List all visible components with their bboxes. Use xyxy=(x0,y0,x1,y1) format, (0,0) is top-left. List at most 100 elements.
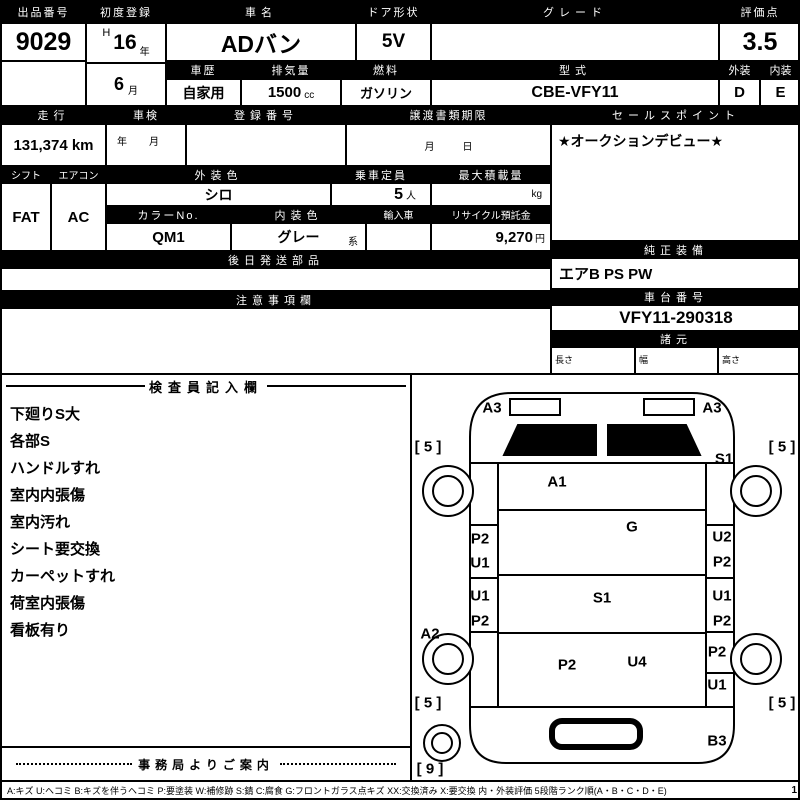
inspection-year-placeholder: 年 xyxy=(117,137,127,148)
color-no-header: カラーNo. xyxy=(107,207,232,224)
mileage-value: 131,374 km xyxy=(2,125,107,167)
first-reg-month-cell: 6 月 xyxy=(87,64,167,107)
model-value: CBE-VFY11 xyxy=(432,80,720,107)
office-info-title: 事務局よりご案内 xyxy=(138,757,274,772)
max-load-header: 最大積載量 xyxy=(432,167,552,184)
door-header: ドア形状 xyxy=(357,2,432,24)
diagram-damage-label: U1 xyxy=(470,555,489,572)
max-load-cell: kg xyxy=(432,184,552,207)
fuel-header: 燃料 xyxy=(342,62,432,80)
chassis-no-header: 車台番号 xyxy=(552,290,798,306)
spec-height-cell: 高さ xyxy=(719,348,798,375)
spec-width-cell: 幅 xyxy=(636,348,719,375)
diagram-damage-label: P2 xyxy=(471,531,489,548)
transfer-deadline-header: 譲渡書類期限 xyxy=(347,107,552,125)
ext-color-value: シロ xyxy=(107,184,332,207)
office-info-rule-right xyxy=(279,763,397,765)
first-reg-month: 6 xyxy=(113,74,124,94)
capacity-cell: 5 人 xyxy=(332,184,432,207)
grade-value xyxy=(432,24,720,62)
import-value xyxy=(367,224,432,252)
aircon-value: AC xyxy=(52,184,107,252)
legend-page-number: 1 xyxy=(791,784,797,796)
spec-height-label: 高さ xyxy=(722,355,741,365)
mileage-header: 走行 xyxy=(2,107,107,125)
office-info-rule-left xyxy=(16,763,133,765)
inspector-note: 荷室内張傷 xyxy=(10,595,86,612)
capacity-value: 5 xyxy=(394,185,403,203)
wheel-front-right-rim xyxy=(740,475,772,507)
diagram-damage-label: U1 xyxy=(707,677,726,694)
int-color-value: グレー xyxy=(277,229,320,245)
recycle-header: リサイクル預託金 xyxy=(432,207,552,224)
shift-header: シフト xyxy=(2,167,52,184)
spec-length-label: 長さ xyxy=(555,355,574,365)
sales-point-value: ★オークションデビュー★ xyxy=(552,125,798,242)
score-header: 評価点 xyxy=(720,2,798,24)
int-color-suffix: 系 xyxy=(348,237,358,248)
first-reg-era: H xyxy=(102,27,111,39)
displacement-unit: cc xyxy=(304,90,315,101)
first-reg-month-unit: 月 xyxy=(128,86,138,97)
spec-length-cell: 長さ xyxy=(552,348,636,375)
diagram-damage-label: A3 xyxy=(702,400,721,417)
inspector-note: シート要交換 xyxy=(10,541,101,558)
auction-no-header: 出品番号 xyxy=(2,2,87,24)
diagram-damage-label: U1 xyxy=(712,588,731,605)
wheel-rear-left-rim xyxy=(432,643,464,675)
legend-text: A:キズ U:ヘコミ B:キズを伴うヘコミ P:要塗装 W:補修跡 S:錆 C:… xyxy=(7,785,667,796)
inspector-title-row: 検査員記入欄 xyxy=(2,375,410,397)
first-reg-year: 16 xyxy=(113,31,137,54)
recycle-value: 9,270 xyxy=(495,228,533,246)
displacement-value: 1500 xyxy=(267,84,302,101)
diagram-damage-label: U2 xyxy=(712,529,731,546)
chassis-no-value: VFY11-290318 xyxy=(552,306,798,332)
diagram-damage-label: S1 xyxy=(715,451,733,468)
diagram-damage-label: A1 xyxy=(547,474,566,491)
diagram-damage-label: U1 xyxy=(470,588,489,605)
spec-width-label: 幅 xyxy=(639,355,649,365)
spare-tire-rim xyxy=(431,732,453,754)
diagram-damage-label: B3 xyxy=(707,733,726,750)
auction-no-value: 9029 xyxy=(2,24,87,62)
auction-no-blank-cell xyxy=(2,62,87,107)
door-value: 5V xyxy=(357,24,432,62)
recycle-cell: 9,270 円 xyxy=(432,224,552,252)
inspection-value-cell: 年 月 xyxy=(107,125,187,167)
first-reg-header: 初度登録 xyxy=(87,2,167,24)
capacity-header: 乗車定員 xyxy=(332,167,432,184)
inspector-note: 看板有り xyxy=(10,622,71,639)
exterior-grade-value: D xyxy=(720,80,761,107)
diagram-damage-label: S1 xyxy=(593,590,611,607)
history-value: 自家用 xyxy=(167,80,242,107)
diagram-damage-label: [ 5 ] xyxy=(769,439,796,456)
windshield-right-icon xyxy=(607,424,702,456)
history-header: 車歴 xyxy=(167,62,242,80)
grade-header: グレード xyxy=(432,2,720,24)
color-no-value: QM1 xyxy=(107,224,232,252)
transfer-day-placeholder: 日 xyxy=(462,141,473,153)
diagram-damage-label: [ 5 ] xyxy=(415,695,442,712)
inspector-note: 室内内張傷 xyxy=(10,487,86,504)
notes-value xyxy=(2,309,552,375)
transfer-month-placeholder: 月 xyxy=(424,141,435,153)
diagram-damage-label: P2 xyxy=(713,554,731,571)
diagram-damage-label: P2 xyxy=(708,644,726,661)
int-color-header: 内装色 xyxy=(232,207,367,224)
reg-no-value xyxy=(187,125,347,167)
transfer-deadline-cell: 月 日 xyxy=(347,125,552,167)
wheel-front-left-rim xyxy=(432,475,464,507)
later-parts-value xyxy=(2,269,552,292)
score-value: 3.5 xyxy=(720,24,798,62)
reg-no-header: 登録番号 xyxy=(187,107,347,125)
max-load-unit: kg xyxy=(531,189,542,200)
inspector-note: ハンドルすれ xyxy=(10,460,101,477)
genuine-equip-header: 純正装備 xyxy=(552,242,798,259)
model-header: 型式 xyxy=(432,62,720,80)
genuine-equip-value: エアB PS PW xyxy=(552,259,798,290)
notes-header: 注意事項欄 xyxy=(2,292,552,309)
